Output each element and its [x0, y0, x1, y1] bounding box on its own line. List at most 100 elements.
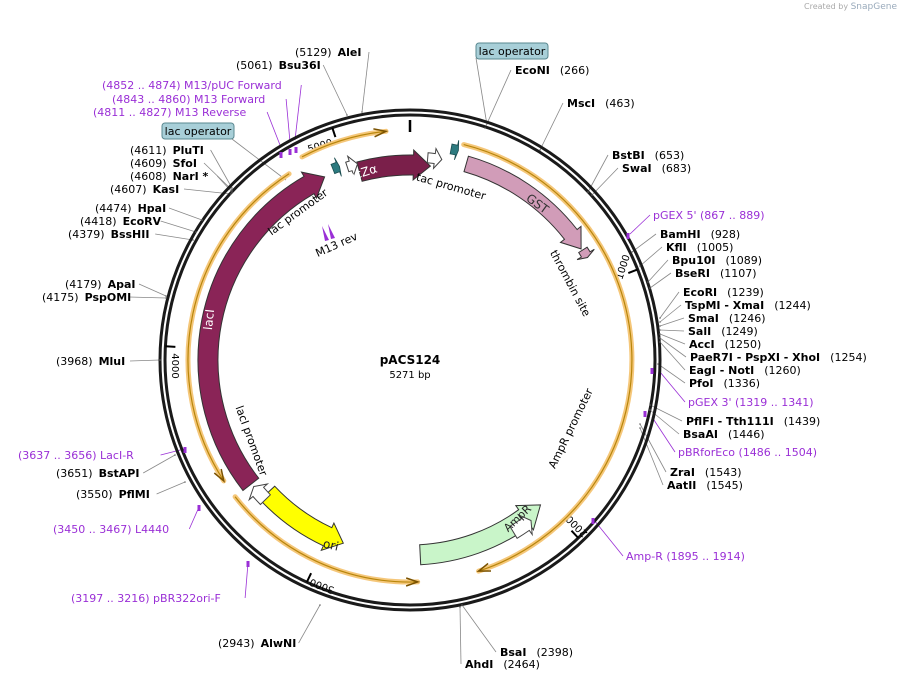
primer-label[interactable]: (3637 .. 3656) LacI-R	[18, 449, 134, 462]
feature-label: AmpR promoter	[546, 386, 596, 471]
site-bseri[interactable]: BseRI(1107)	[675, 267, 757, 280]
site-name: NarI *	[173, 170, 209, 183]
lac-operator-marker[interactable]	[449, 140, 460, 161]
lac-operator-label-box[interactable]	[161, 122, 235, 140]
site-pflfi[interactable]: PflFI - Tth111I(1439)	[686, 415, 820, 428]
site-bsu36i[interactable]: (5061)Bsu36I	[236, 59, 321, 72]
site-alei[interactable]: (5129)AleI	[295, 46, 361, 59]
site-label: (3968)MluI	[56, 355, 125, 368]
site-position: (683)	[662, 162, 692, 175]
site-label: (4175)PspOMI	[42, 291, 131, 304]
site-mark	[659, 325, 661, 327]
primer-label[interactable]: (4852 .. 4874) M13/pUC Forward	[102, 79, 282, 92]
site-position: (1089)	[726, 254, 763, 267]
primer-label[interactable]: pBRforEco (1486 .. 1504)	[678, 446, 817, 459]
primer-label[interactable]: (4811 .. 4827) M13 Reverse	[93, 106, 246, 119]
feature-ampr-arrow[interactable]	[419, 504, 542, 566]
site-econi[interactable]: EcoNI(266)	[515, 64, 589, 77]
site-msci[interactable]: MscI(463)	[567, 97, 635, 110]
site-mark	[159, 359, 161, 361]
site-mark	[659, 321, 661, 323]
feature-highlight-arrowhead	[373, 128, 389, 138]
promoter-arrow[interactable]	[426, 147, 443, 170]
site-paer7i[interactable]: PaeR7I - PspXI - XhoI(1254)	[690, 351, 867, 364]
site-position: (2398)	[536, 646, 573, 659]
site-name: PflFI - Tth111I	[686, 415, 774, 428]
feature-lacz--arrow[interactable]	[356, 148, 432, 182]
site-pluti[interactable]: (4611)PluTI	[130, 144, 204, 157]
site-label: EcoNI(266)	[515, 64, 589, 77]
site-name: AlwNI	[261, 637, 297, 650]
site-alwni[interactable]: (2943) AlwNI	[218, 637, 296, 650]
primer-label[interactable]: (4843 .. 4860) M13 Forward	[112, 93, 265, 106]
site-kfli[interactable]: KflI(1005)	[666, 241, 733, 254]
site-label: KflI(1005)	[666, 241, 733, 254]
site-bamhi[interactable]: BamHI(928)	[660, 228, 740, 241]
site-mark	[231, 189, 233, 191]
site-acci[interactable]: AccI(1250)	[689, 338, 761, 351]
site-swai[interactable]: SwaI (683)	[622, 162, 691, 175]
site-nari[interactable]: (4608)NarI *	[130, 170, 209, 183]
site-position: (1244)	[774, 299, 811, 312]
site-pspomi[interactable]: (4175)PspOMI	[42, 291, 131, 304]
site-label: AatII(1545)	[667, 479, 743, 492]
promoter-arrow[interactable]	[248, 483, 272, 506]
site-bsshii[interactable]: (4379)BssHII	[68, 228, 149, 241]
site-aatii[interactable]: AatII(1545)	[667, 479, 743, 492]
site-bpu10i[interactable]: Bpu10I(1089)	[672, 254, 762, 267]
site-name: HpaI	[138, 202, 167, 215]
site-bsai[interactable]: BsaI(2398)	[500, 646, 573, 659]
thrombin-site-marker[interactable]	[576, 246, 595, 261]
site-bstapi[interactable]: (3651)BstAPI	[56, 467, 139, 480]
primer-site-mark	[643, 411, 647, 417]
site-bsaai[interactable]: BsaAI(1446)	[683, 428, 765, 441]
primer-label[interactable]: (3450 .. 3467) L4440	[53, 523, 169, 536]
feature-highlight-line	[187, 173, 290, 482]
site-mark	[192, 239, 194, 241]
promoter-arrow[interactable]	[509, 513, 533, 539]
promoter-arrow[interactable]	[345, 154, 359, 177]
site-mark	[631, 251, 633, 253]
primer-label[interactable]: (3197 .. 3216) pBR322ori-F	[71, 592, 221, 605]
primer-label[interactable]: pGEX 5' (867 .. 889)	[653, 209, 765, 222]
tick-label: 4000	[169, 353, 180, 378]
site-name: EagI - NotI	[689, 364, 754, 377]
site-position: (5061)	[236, 59, 273, 72]
site-position: (2943)	[218, 637, 255, 650]
tick-label: 3000	[308, 576, 336, 595]
site-smai[interactable]: SmaI(1246)	[688, 312, 765, 325]
primer-label[interactable]: Amp-R (1895 .. 1914)	[626, 550, 745, 563]
site-tspmi[interactable]: TspMI - XmaI(1244)	[685, 299, 811, 312]
site-label: BsaAI(1446)	[683, 428, 765, 441]
credit-brand: SnapGene	[850, 2, 897, 12]
guide-line	[659, 304, 682, 323]
lac-operator-label-box[interactable]	[475, 42, 549, 60]
feature-gst-arrow[interactable]	[463, 155, 582, 250]
site-mlui[interactable]: (3968)MluI	[56, 355, 125, 368]
site-sfoi[interactable]: (4609)SfoI	[130, 157, 197, 170]
site-ecori[interactable]: EcoRI(1239)	[683, 286, 764, 299]
site-hpai[interactable]: (4474) HpaI	[95, 202, 166, 215]
site-ahdi[interactable]: AhdI(2464)	[465, 658, 540, 671]
primer-label[interactable]: pGEX 3' (1319 .. 1341)	[688, 396, 814, 409]
site-bstbi[interactable]: BstBI(653)	[612, 149, 684, 162]
site-kasi[interactable]: (4607)KasI	[110, 183, 179, 196]
primer-site-mark	[591, 518, 595, 524]
site-apai[interactable]: (4179)ApaI	[65, 278, 135, 291]
site-zrai[interactable]: ZraI(1543)	[670, 466, 742, 479]
site-position: (4474)	[95, 202, 132, 215]
site-ecorv[interactable]: (4418)EcoRV	[80, 215, 162, 228]
feature-laci-arrow[interactable]	[197, 171, 326, 492]
guide-line	[461, 604, 497, 653]
site-mark	[639, 423, 641, 425]
site-name: SwaI	[622, 162, 652, 175]
site-sali[interactable]: SalI(1249)	[688, 325, 758, 338]
site-eagi[interactable]: EagI - NotI(1260)	[689, 364, 801, 377]
guide-line	[657, 363, 686, 384]
site-label: (4611)PluTI	[130, 144, 204, 157]
feature-highlight-line	[234, 496, 418, 583]
lac-operator-marker[interactable]	[330, 157, 342, 177]
site-mark	[659, 329, 661, 331]
site-pflmi[interactable]: (3550)PflMI	[76, 488, 150, 501]
site-pfoi[interactable]: PfoI(1336)	[689, 377, 760, 390]
